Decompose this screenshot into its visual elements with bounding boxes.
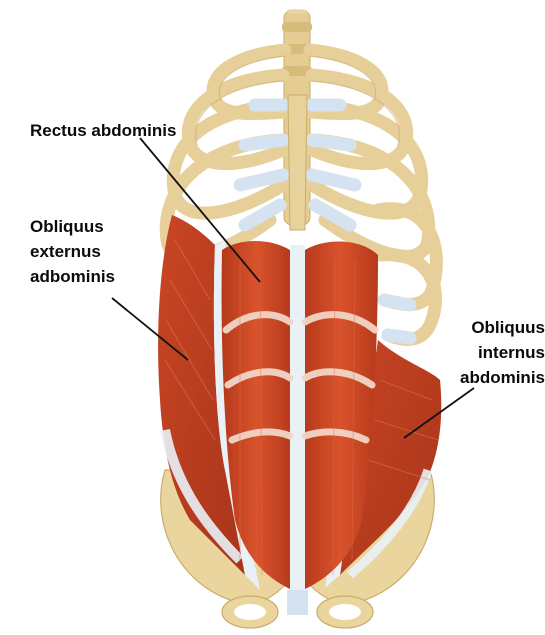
- label-line: internus: [455, 340, 545, 365]
- rectus-abdominis-muscle: [222, 241, 378, 590]
- label-line: adbominis: [30, 264, 115, 289]
- label-line: Rectus abdominis: [30, 118, 176, 143]
- label-line: Obliquus: [30, 214, 115, 239]
- label-line: Obliquus: [455, 315, 545, 340]
- label-line: externus: [30, 239, 115, 264]
- label-obliquus-externus: Obliquus externus adbominis: [30, 214, 115, 289]
- label-line: abdominis: [455, 365, 545, 390]
- label-obliquus-internus: Obliquus internus abdominis: [455, 315, 545, 390]
- label-rectus-abdominis: Rectus abdominis: [30, 118, 176, 143]
